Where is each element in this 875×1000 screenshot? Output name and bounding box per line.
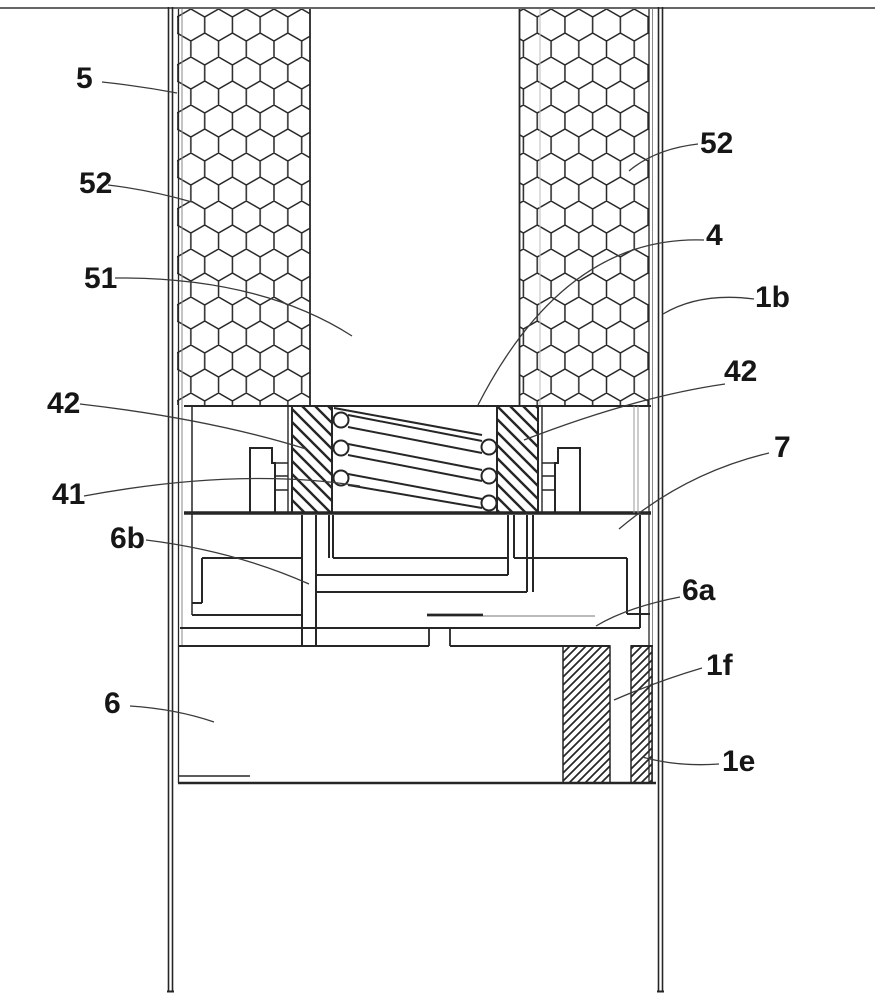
label-1f: 1f bbox=[706, 649, 733, 682]
channel-leg bbox=[507, 515, 515, 558]
spring-wire-section bbox=[480, 467, 498, 485]
label-6: 6 bbox=[104, 687, 121, 720]
leader-42-right bbox=[523, 383, 726, 441]
leader-6a bbox=[595, 596, 681, 627]
leader-6b bbox=[145, 539, 310, 585]
label-1b: 1b bbox=[755, 281, 791, 314]
leader-6 bbox=[129, 705, 215, 723]
spring-wire-section bbox=[332, 439, 350, 457]
honeycomb-column-left bbox=[177, 9, 311, 405]
leader-5 bbox=[101, 81, 178, 94]
spring-wire-section bbox=[332, 411, 350, 429]
leader-42-left bbox=[79, 403, 307, 450]
channel-leg bbox=[526, 515, 534, 592]
spring-wire-section bbox=[480, 438, 498, 456]
leader-41 bbox=[83, 477, 361, 497]
hatched-seal-1f bbox=[562, 645, 611, 784]
channel-leg bbox=[328, 515, 334, 558]
leader-52-right bbox=[628, 143, 699, 172]
spring-wire-section bbox=[332, 469, 350, 487]
guide-bracket-left bbox=[249, 406, 293, 513]
spring-wire-section bbox=[480, 494, 498, 512]
honeycomb-column-right bbox=[518, 9, 649, 405]
label-42-right: 42 bbox=[724, 355, 758, 388]
leader-1e bbox=[641, 756, 720, 766]
outer-wall-left bbox=[167, 7, 174, 993]
leader-1f bbox=[613, 667, 703, 701]
hatched-seal-1e bbox=[630, 645, 653, 784]
label-41: 41 bbox=[52, 478, 86, 511]
label-5: 5 bbox=[76, 62, 93, 95]
label-4: 4 bbox=[706, 219, 723, 252]
spring-coil bbox=[332, 407, 498, 512]
inner-liner-left bbox=[177, 9, 183, 783]
label-6b: 6b bbox=[110, 522, 146, 555]
guide-bracket-right bbox=[537, 406, 581, 513]
label-6a: 6a bbox=[682, 574, 716, 607]
label-1e: 1e bbox=[722, 745, 756, 778]
leader-7 bbox=[618, 452, 770, 530]
leader-52-left bbox=[107, 184, 193, 203]
leader-lines bbox=[79, 81, 770, 766]
channel-labyrinth bbox=[180, 515, 650, 646]
valve-housing-box bbox=[184, 405, 651, 615]
leader-1b bbox=[662, 296, 755, 315]
label-7: 7 bbox=[774, 431, 791, 464]
leader-4 bbox=[477, 239, 705, 406]
label-42-left: 42 bbox=[47, 387, 81, 420]
hatched-block-42-right bbox=[496, 405, 539, 514]
label-51: 51 bbox=[84, 262, 118, 295]
leader-51 bbox=[114, 277, 353, 337]
hatched-block-42-left bbox=[291, 405, 333, 514]
label-52-left: 52 bbox=[79, 167, 113, 200]
label-52-right: 52 bbox=[700, 127, 734, 160]
